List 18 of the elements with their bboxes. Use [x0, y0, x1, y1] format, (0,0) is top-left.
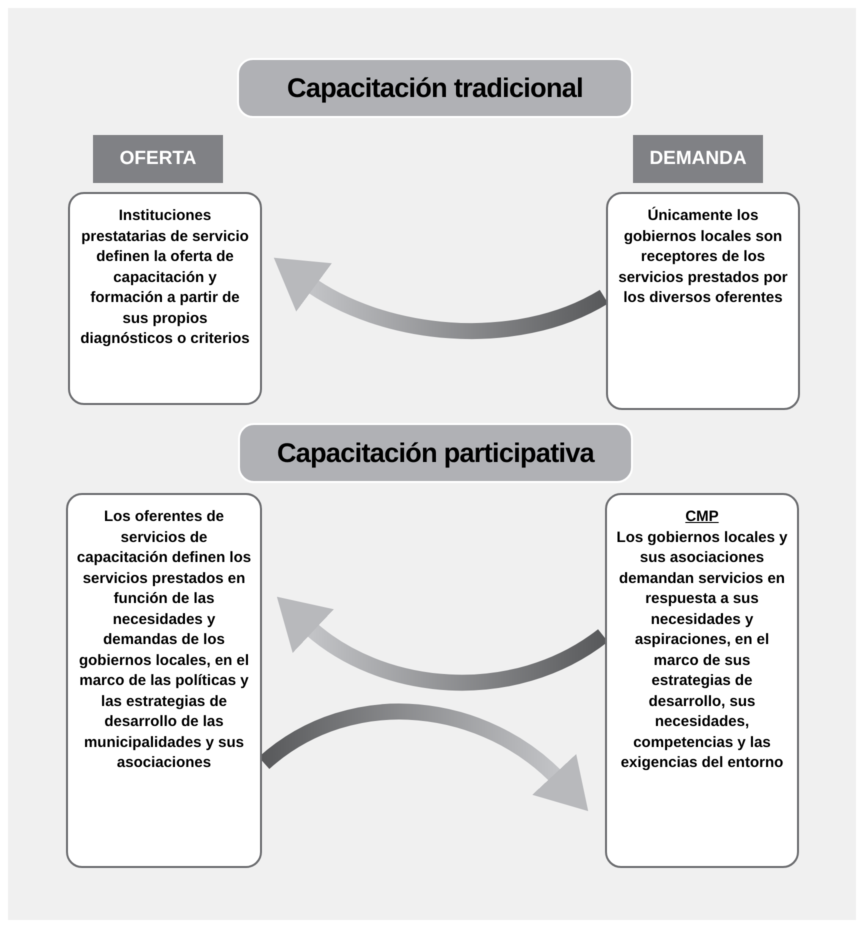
text-box — [68, 192, 262, 405]
box-text: Los gobiernos locales y sus asociaciones demandan servicios en respuesta a sus necesidades y aspiraciones, en el marco de sus estrategias de desarrollo, sus necesidades, competencias y las exigencias del entorno — [616, 528, 788, 773]
title-band — [237, 58, 633, 118]
heading-tag — [633, 135, 763, 183]
text-box — [606, 192, 800, 410]
heading-tag — [93, 135, 223, 183]
title-band — [238, 423, 633, 483]
box-text: Capacitación participativa — [276, 436, 594, 470]
box-text: Los oferentes de servicios de capacitación definen los servicios prestados en función de las necesidades y demandas de los gobiernos locales, en el marco de las políticas y las estrategias de desarrollo de las municipalidades y sus asociaciones — [76, 507, 252, 773]
text-box — [66, 493, 262, 868]
box-heading: CMP — [685, 507, 719, 527]
box-text: OFERTA — [120, 146, 196, 171]
box-text: Instituciones prestatarias de servicio definen la oferta de capacitación y formación a partir de sus propios diagnósticos o criterios — [79, 206, 251, 349]
text-box — [605, 493, 799, 868]
box-text: Capacitación tradicional — [287, 72, 583, 105]
box-text: Únicamente los gobiernos locales son receptores de los servicios prestados por los diversos oferentes — [617, 206, 789, 308]
box-text: DEMANDA — [649, 146, 747, 171]
curved-arrow — [272, 260, 608, 339]
